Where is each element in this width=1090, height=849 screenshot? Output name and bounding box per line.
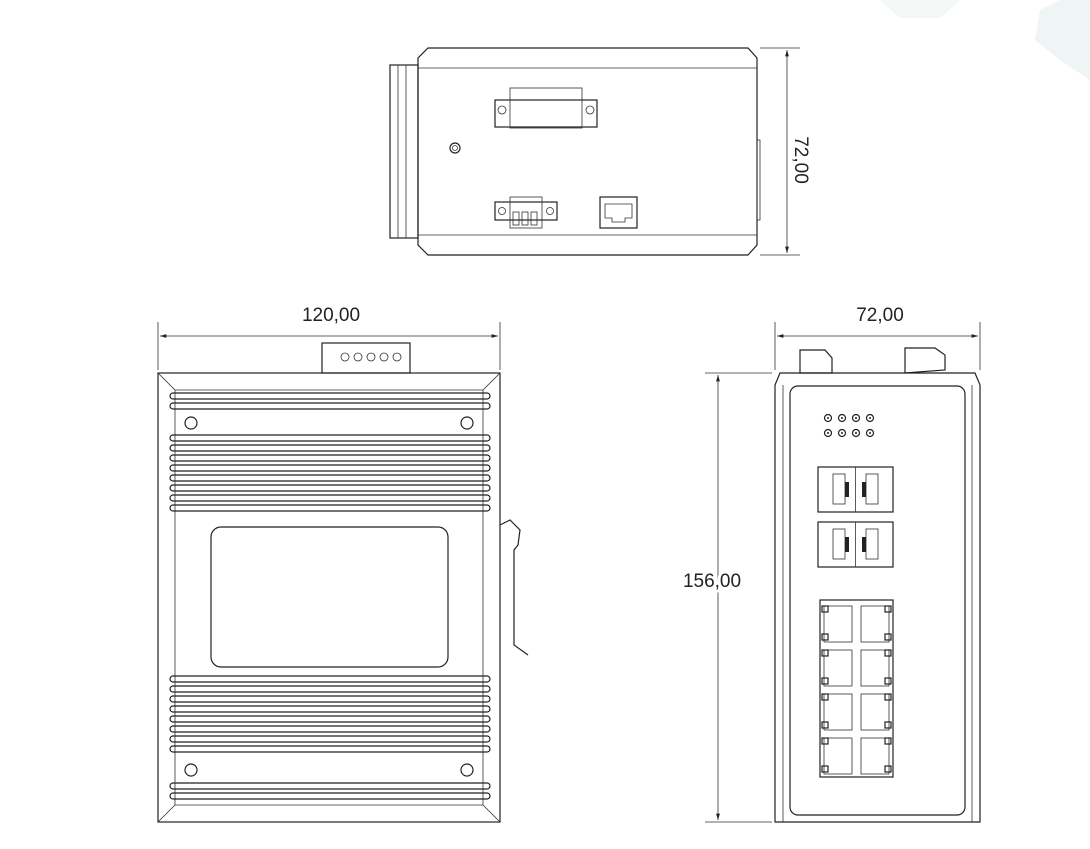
console-rj45-port xyxy=(599,196,638,229)
rj45-led xyxy=(884,605,892,613)
label-window xyxy=(210,526,449,668)
front-housing xyxy=(157,372,501,823)
cooling-fin xyxy=(169,402,491,410)
led-dot xyxy=(855,432,857,434)
screw-icon xyxy=(184,416,198,430)
led-dot xyxy=(827,417,829,419)
cooling-fin xyxy=(169,504,491,512)
cooling-fin xyxy=(169,685,491,693)
terminal-block-3pin xyxy=(494,196,558,229)
led-icon xyxy=(865,428,875,438)
rj45-led xyxy=(884,721,892,729)
sfp-slot xyxy=(832,473,846,505)
led-indicators xyxy=(823,413,875,438)
rj45-led xyxy=(884,765,892,773)
power-connector xyxy=(904,347,946,374)
cooling-fin xyxy=(169,745,491,753)
rj45-port xyxy=(823,649,853,687)
rj45-led xyxy=(821,721,829,729)
sfp-latch xyxy=(862,482,866,497)
cooling-fin xyxy=(169,392,491,400)
cooling-fin xyxy=(169,675,491,683)
sfp-latch xyxy=(845,482,849,497)
antenna-connector xyxy=(799,349,833,374)
cooling-fin xyxy=(169,695,491,703)
cooling-fin xyxy=(169,725,491,733)
power-terminal-top xyxy=(321,342,411,374)
sfp-latch xyxy=(862,537,866,552)
rj45-led xyxy=(821,737,829,745)
front-view: 120,00 xyxy=(157,305,529,823)
sfp-slot xyxy=(865,473,879,505)
top-view-height-label: 72,00 xyxy=(790,136,811,184)
front-panel xyxy=(789,385,966,816)
led-dot xyxy=(855,417,857,419)
cooling-fin xyxy=(169,494,491,502)
rj45-led xyxy=(821,649,829,657)
led-icon xyxy=(837,428,847,438)
front-view-width-label: 120,00 xyxy=(302,305,360,326)
led-dot xyxy=(827,432,829,434)
cooling-fin xyxy=(169,434,491,442)
led-dot xyxy=(869,417,871,419)
rj45-port xyxy=(860,737,890,775)
rj45-led xyxy=(821,765,829,773)
led-icon xyxy=(823,428,833,438)
cooling-fin xyxy=(169,782,491,790)
sfp-latch xyxy=(845,537,849,552)
led-icon xyxy=(851,428,861,438)
cooling-fin xyxy=(169,454,491,462)
led-icon xyxy=(851,413,861,423)
side-view-width-label: 72,00 xyxy=(856,305,904,326)
rj45-port xyxy=(823,737,853,775)
sfp-slot xyxy=(865,528,879,560)
rj45-led xyxy=(821,633,829,641)
side-view-height-label: 156,00 xyxy=(683,571,741,592)
screw-icon xyxy=(460,416,474,430)
led-dot xyxy=(841,432,843,434)
rj45-port xyxy=(860,649,890,687)
cooling-fin xyxy=(169,792,491,800)
rj45-led xyxy=(884,693,892,701)
rj45-led xyxy=(884,677,892,685)
side-housing xyxy=(774,372,981,823)
sfp-slot xyxy=(832,528,846,560)
top-housing xyxy=(417,47,758,256)
din-clip xyxy=(499,519,529,656)
sfp-ports xyxy=(817,466,894,568)
led-icon xyxy=(865,413,875,423)
terminal-block-5pin xyxy=(494,87,598,129)
watermark-hexagons xyxy=(880,0,1090,80)
top-view: 72,00 xyxy=(389,47,811,256)
cooling-fins xyxy=(169,392,491,800)
led-icon xyxy=(823,413,833,423)
cooling-fin xyxy=(169,735,491,743)
rj45-ports xyxy=(819,599,894,778)
side-view: 72,00 156,00 xyxy=(680,305,981,823)
led-dot xyxy=(841,417,843,419)
din-rail-side xyxy=(389,64,419,239)
rj45-led xyxy=(884,649,892,657)
cooling-fin xyxy=(169,705,491,713)
led-dot xyxy=(869,432,871,434)
rj45-led xyxy=(884,633,892,641)
rj45-port xyxy=(860,693,890,731)
screw-icon xyxy=(460,763,474,777)
rj45-port xyxy=(860,605,890,643)
cooling-fin xyxy=(169,715,491,723)
rj45-led xyxy=(821,693,829,701)
rj45-block xyxy=(819,599,894,778)
cooling-fin xyxy=(169,474,491,482)
led-icon xyxy=(837,413,847,423)
cooling-fin xyxy=(169,464,491,472)
cooling-fin xyxy=(169,444,491,452)
rj45-port xyxy=(823,605,853,643)
rj45-port xyxy=(823,693,853,731)
rj45-led xyxy=(821,677,829,685)
ground-screw-icon xyxy=(449,142,461,154)
rj45-led xyxy=(821,605,829,613)
rj45-led xyxy=(884,737,892,745)
screw-icon xyxy=(184,763,198,777)
cooling-fin xyxy=(169,484,491,492)
